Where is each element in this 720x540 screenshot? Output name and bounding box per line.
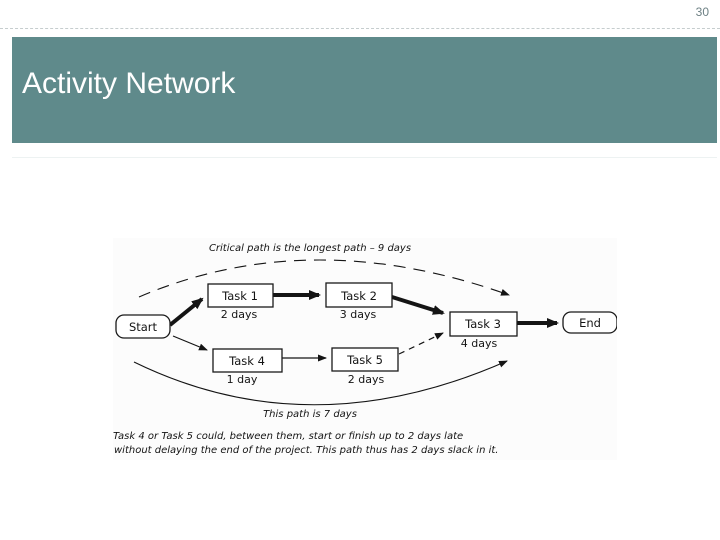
page-number: 30 <box>695 5 709 19</box>
node-task1-duration: 2 days <box>221 308 258 321</box>
critical-path-annotation: Critical path is the longest path – 9 da… <box>209 243 411 254</box>
node-task1-label: Task 1 <box>221 289 258 303</box>
edge-task5-task3 <box>398 332 444 355</box>
node-task3-label: Task 3 <box>464 317 501 331</box>
slide-title: Activity Network <box>22 67 236 100</box>
caption-line-1: Task 4 or Task 5 could, between them, st… <box>113 431 463 442</box>
slack-path-arc <box>133 360 508 406</box>
node-task3 <box>449 311 518 337</box>
critical-path-arc <box>138 259 510 298</box>
node-task5-duration: 2 days <box>348 373 385 386</box>
edge-task2-task3 <box>391 295 445 315</box>
header-underline <box>12 157 717 158</box>
title-bar: Activity Network <box>12 37 717 143</box>
activity-network-canvas: Start Task 1 2 days Task 2 3 days Task 3… <box>113 243 617 456</box>
node-task5-label: Task 5 <box>346 353 383 367</box>
node-task4-duration: 1 day <box>227 373 258 386</box>
node-task5 <box>331 347 399 372</box>
node-task4 <box>212 348 283 373</box>
node-task2 <box>325 282 393 308</box>
edge-start-task1 <box>168 297 204 327</box>
node-end-label: End <box>579 316 601 330</box>
node-task3-duration: 4 days <box>461 337 498 350</box>
activity-network-diagram: Start Task 1 2 days Task 2 3 days Task 3… <box>113 238 617 460</box>
node-task1 <box>207 283 274 308</box>
edge-start-task4 <box>172 335 208 351</box>
node-task4-label: Task 4 <box>228 354 265 368</box>
node-start-label: Start <box>129 320 158 334</box>
node-task2-duration: 3 days <box>340 308 377 321</box>
caption-line-2: without delaying the end of the project.… <box>114 445 498 456</box>
slack-path-annotation: This path is 7 days <box>263 409 357 420</box>
node-task2-label: Task 2 <box>340 289 377 303</box>
node-start <box>115 314 171 339</box>
node-end <box>562 311 617 334</box>
top-dashed-divider <box>0 28 720 29</box>
